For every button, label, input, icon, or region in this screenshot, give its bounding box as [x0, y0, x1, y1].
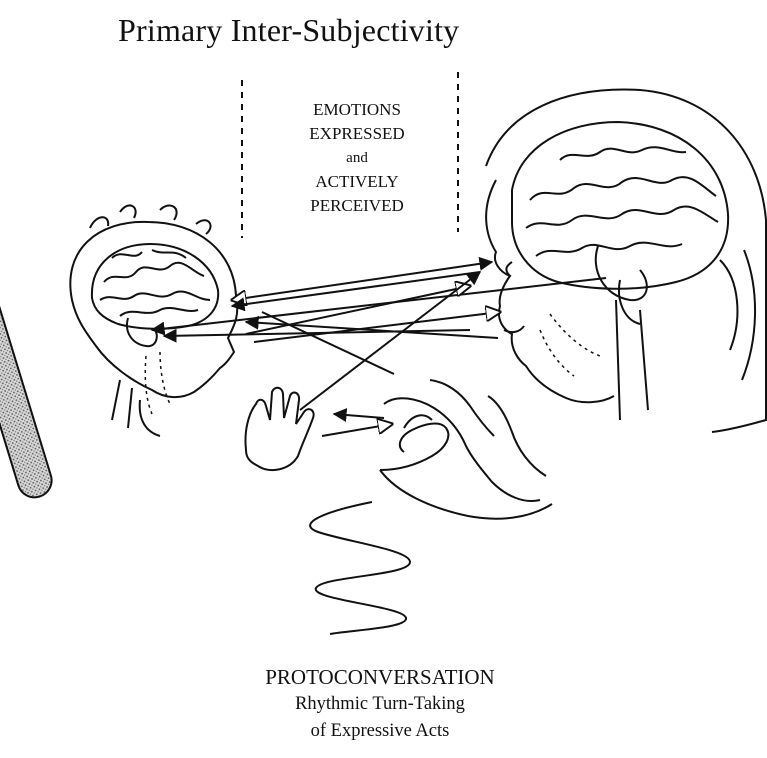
- emotions-caption: EMOTIONS EXPRESSED and ACTIVELY PERCEIVE…: [262, 98, 452, 218]
- protoconversation-caption: PROTOCONVERSATION Rhythmic Turn-Taking o…: [200, 663, 560, 745]
- footer-subtitle-2: of Expressive Acts: [200, 718, 560, 745]
- infant-figure: [70, 205, 237, 436]
- footer-heading: PROTOCONVERSATION: [200, 663, 560, 691]
- mother-figure: [486, 90, 766, 432]
- exchange-arrows: [152, 262, 606, 436]
- rhythm-wave: [310, 502, 410, 634]
- crib-rail: [0, 272, 56, 502]
- diagram-title: Primary Inter-Subjectivity: [118, 12, 459, 49]
- caption-line: and: [262, 146, 452, 170]
- caption-line: ACTIVELY: [262, 170, 452, 194]
- mother-hands: [380, 380, 552, 519]
- footer-subtitle: Rhythmic Turn-Taking: [200, 691, 560, 718]
- infant-hand: [245, 388, 313, 470]
- caption-line: PERCEIVED: [262, 194, 452, 218]
- caption-line: EXPRESSED: [262, 122, 452, 146]
- caption-line: EMOTIONS: [262, 98, 452, 122]
